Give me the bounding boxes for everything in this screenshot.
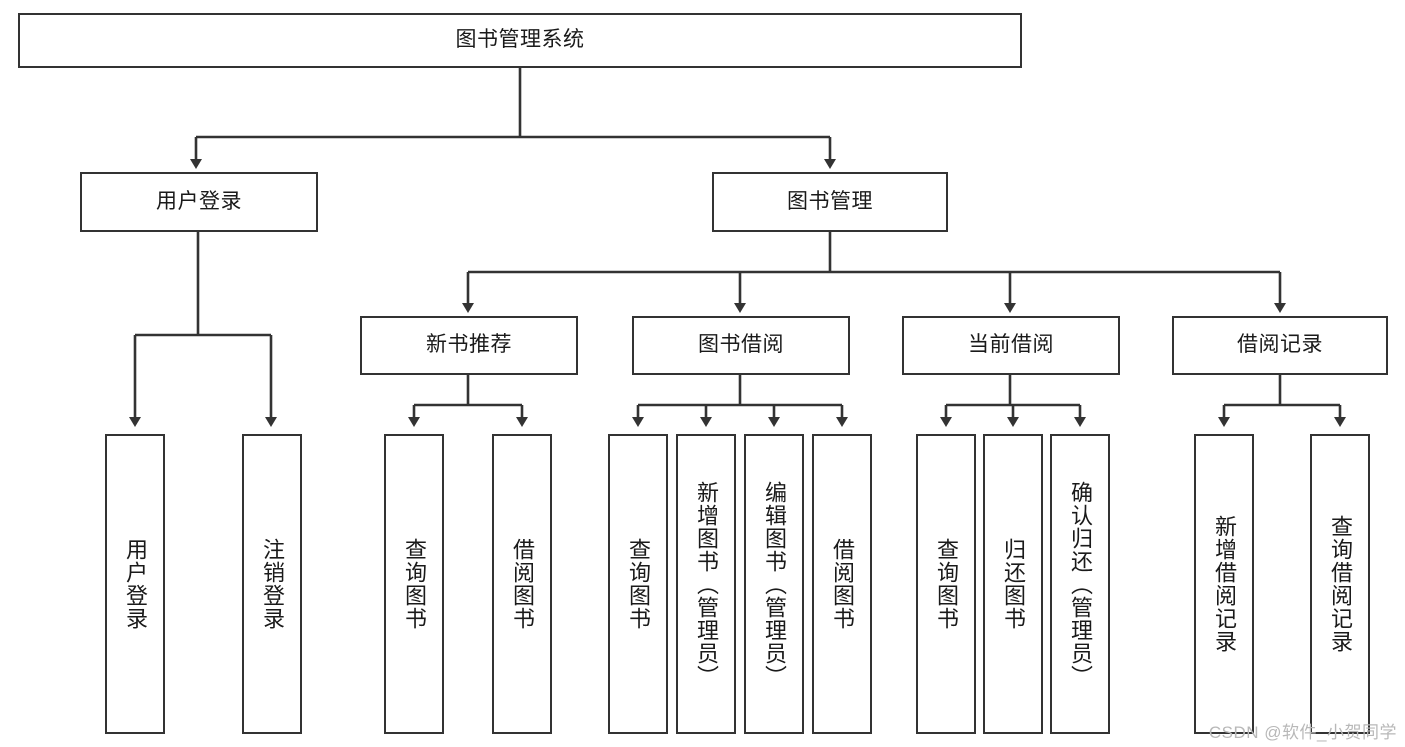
leaf-borrow-query-book[interactable]: 查询图书: [608, 434, 668, 734]
node-label: 编辑图书（管理员）: [761, 480, 787, 688]
node-label: 查询图书: [401, 538, 427, 630]
node-label: 当前借阅: [968, 333, 1054, 357]
node-label: 新书推荐: [426, 333, 512, 357]
node-label: 借阅记录: [1237, 333, 1323, 357]
node-label: 注销登录: [259, 538, 285, 630]
node-label: 用户登录: [156, 189, 242, 213]
node-book-management[interactable]: 图书管理: [712, 172, 948, 232]
node-book-borrow[interactable]: 图书借阅: [632, 316, 850, 375]
node-label: 查询图书: [933, 538, 959, 630]
leaf-current-query-book[interactable]: 查询图书: [916, 434, 976, 734]
node-current-borrow[interactable]: 当前借阅: [902, 316, 1120, 375]
node-label: 图书管理系统: [455, 28, 585, 52]
leaf-user-login-signout[interactable]: 注销登录: [242, 434, 302, 734]
node-root-system[interactable]: 图书管理系统: [18, 13, 1022, 68]
leaf-borrow-borrow-book[interactable]: 借阅图书: [812, 434, 872, 734]
node-borrow-records[interactable]: 借阅记录: [1172, 316, 1388, 375]
node-label: 新增借阅记录: [1211, 515, 1237, 653]
node-label: 图书管理: [787, 189, 873, 213]
node-label: 新增图书（管理员）: [693, 480, 719, 688]
node-label: 用户登录: [122, 538, 148, 630]
leaf-borrow-add-book-admin[interactable]: 新增图书（管理员）: [676, 434, 736, 734]
node-label: 归还图书: [1000, 538, 1026, 630]
node-new-book-recommend[interactable]: 新书推荐: [360, 316, 578, 375]
leaf-current-confirm-return-admin[interactable]: 确认归还（管理员）: [1050, 434, 1110, 734]
leaf-new-book-query[interactable]: 查询图书: [384, 434, 444, 734]
leaf-records-query-record[interactable]: 查询借阅记录: [1310, 434, 1370, 734]
node-user-login[interactable]: 用户登录: [80, 172, 318, 232]
node-label: 借阅图书: [829, 538, 855, 630]
node-label: 确认归还（管理员）: [1067, 480, 1093, 688]
node-label: 图书借阅: [698, 333, 784, 357]
leaf-borrow-edit-book-admin[interactable]: 编辑图书（管理员）: [744, 434, 804, 734]
leaf-records-add-record[interactable]: 新增借阅记录: [1194, 434, 1254, 734]
node-label: 借阅图书: [509, 538, 535, 630]
node-label: 查询图书: [625, 538, 651, 630]
leaf-new-book-borrow[interactable]: 借阅图书: [492, 434, 552, 734]
node-label: 查询借阅记录: [1327, 515, 1353, 653]
leaf-current-return-book[interactable]: 归还图书: [983, 434, 1043, 734]
leaf-user-login-signin[interactable]: 用户登录: [105, 434, 165, 734]
